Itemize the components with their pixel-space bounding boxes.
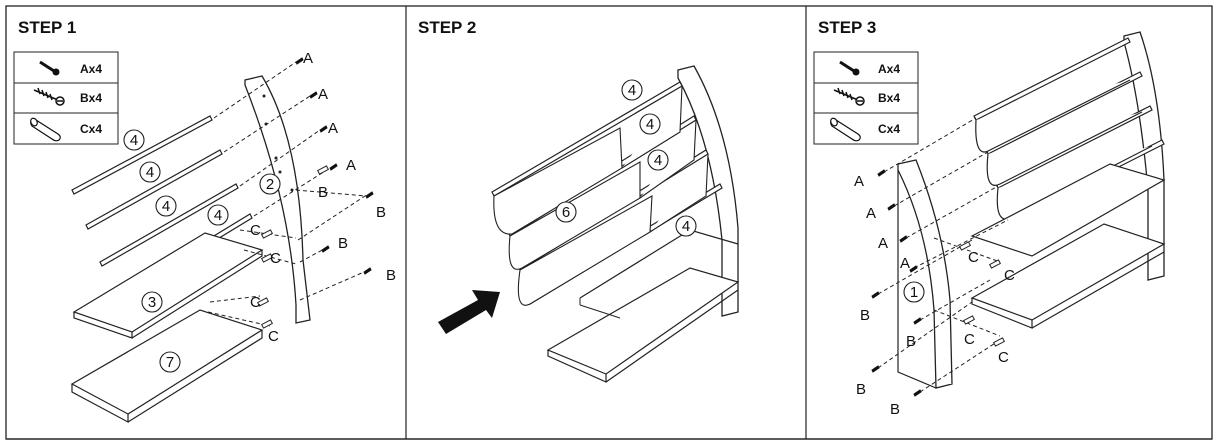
part-number-rod: 4 [162, 198, 170, 215]
part-number-rod: 4 [654, 152, 662, 169]
label-a: A [900, 255, 910, 272]
legend-c-count-step3: Cx4 [878, 122, 901, 136]
label-c: C [964, 331, 975, 348]
label-a: A [866, 205, 876, 222]
screw-a-icon [839, 60, 860, 76]
legend-b-count-step3: Bx4 [878, 91, 901, 105]
label-b: B [338, 235, 348, 252]
label-a: A [346, 157, 356, 174]
label-c: C [270, 250, 281, 267]
part-number-side: 1 [910, 284, 918, 301]
label-b: B [376, 204, 386, 221]
label-a: A [328, 120, 338, 137]
label-c: C [250, 222, 261, 239]
label-b: B [856, 381, 866, 398]
side-panel-step2 [677, 65, 739, 317]
part-number-shelf: 3 [148, 294, 156, 311]
step-1-legend [13, 51, 119, 145]
screw-b-icon [33, 87, 65, 106]
label-b: B [906, 333, 916, 350]
part-number-rod: 4 [646, 116, 654, 133]
legend-b-count: Bx4 [80, 91, 103, 105]
legend-a-count: Ax4 [80, 62, 103, 76]
step-3-legend [813, 51, 919, 145]
part-number-sling: 6 [562, 204, 570, 221]
legend-c-count: Cx4 [80, 122, 103, 136]
label-c: C [268, 328, 279, 345]
side-panel-2 [244, 75, 311, 324]
direction-arrow-icon [438, 290, 500, 334]
label-c: C [1004, 267, 1015, 284]
part-number-rod: 4 [146, 164, 154, 181]
label-a: A [303, 50, 313, 67]
dowel-c-icon [830, 117, 861, 142]
part-number-rod: 4 [130, 132, 138, 149]
dowel-c-icon [30, 117, 61, 142]
label-a: A [878, 235, 888, 252]
label-c: C [998, 349, 1009, 366]
sling-fabric [493, 85, 709, 306]
step-2-title: STEP 2 [418, 18, 477, 37]
step-3-title: STEP 3 [818, 18, 877, 37]
label-b: B [386, 267, 396, 284]
label-b: B [318, 184, 328, 201]
screw-b-icon [833, 87, 865, 106]
part-number-rod: 4 [628, 82, 636, 99]
part-number-side: 2 [266, 176, 274, 193]
part-number-base: 7 [166, 354, 174, 371]
label-b: B [860, 307, 870, 324]
label-a: A [318, 86, 328, 103]
label-c: C [250, 294, 261, 311]
screw-a-icon [39, 60, 60, 76]
part-number-rod: 4 [682, 218, 690, 235]
legend-a-count-step3: Ax4 [878, 62, 901, 76]
label-a: A [854, 173, 864, 190]
label-c: C [968, 249, 979, 266]
label-b: B [890, 401, 900, 418]
side-panel-1 [897, 159, 953, 389]
base-panel-step2 [546, 267, 740, 375]
step-1-title: STEP 1 [18, 18, 77, 37]
part-number-rod: 4 [214, 207, 222, 224]
shelf-3 [72, 232, 264, 333]
